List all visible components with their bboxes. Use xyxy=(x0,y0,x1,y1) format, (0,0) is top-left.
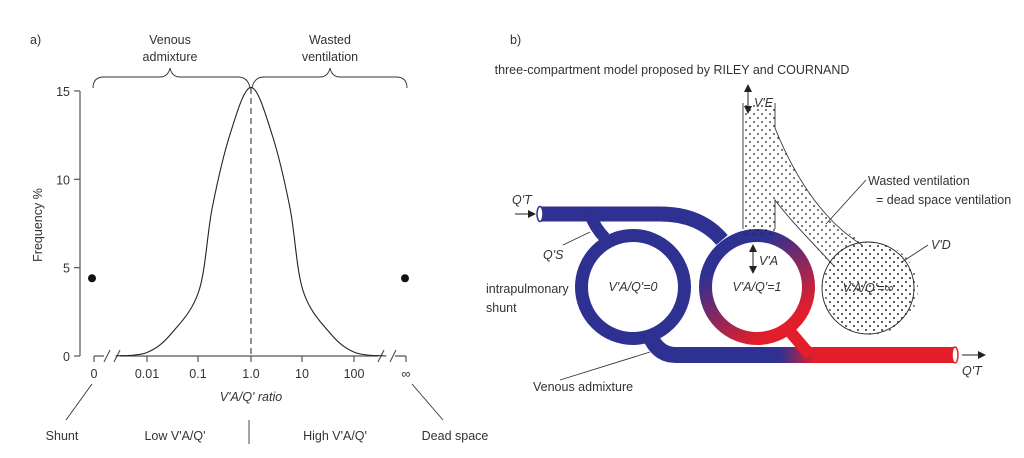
arterial-branch xyxy=(782,324,815,359)
label-qt-in: Q'T xyxy=(512,193,533,207)
panel-b-label: b) xyxy=(510,33,521,47)
vd-leader xyxy=(901,244,929,263)
y-tick-label: 5 xyxy=(63,262,70,276)
y-tick-label: 15 xyxy=(56,85,70,99)
vessel-cut-in xyxy=(536,205,544,223)
shunt-branch xyxy=(584,211,610,243)
label-wasted-line2: = dead space ventilation xyxy=(876,193,1011,207)
wasted-leader xyxy=(825,179,867,225)
brace-right-line1: Wasted xyxy=(309,33,351,47)
x-tick-label: 1.0 xyxy=(242,367,259,381)
point-shunt xyxy=(88,274,96,283)
point-dead-space xyxy=(401,274,409,283)
label-shunt-line2: shunt xyxy=(486,301,517,315)
label-c0: V'A/Q'=0 xyxy=(609,280,658,294)
dead-space-alveolus xyxy=(821,241,915,335)
airway-walls xyxy=(742,103,863,267)
brace-right-line2: ventilation xyxy=(302,50,358,64)
brace-left-line1: Venous xyxy=(149,33,191,47)
x-tick-label: 100 xyxy=(344,367,365,381)
label-ve: V'E xyxy=(754,96,774,110)
panel-a: a) Venous admixture Wasted ventilation 0… xyxy=(30,33,488,444)
venous-leader xyxy=(559,351,651,381)
x-tick-label: 10 xyxy=(295,367,309,381)
normal-alveolus-ring xyxy=(699,229,815,345)
brace-left-line2: admixture xyxy=(143,50,198,64)
x-axis-label: V'A/Q' ratio xyxy=(220,390,282,404)
label-qs: Q'S xyxy=(543,248,564,262)
blood-vessels xyxy=(536,205,959,364)
x-tick-label: 0.01 xyxy=(135,367,159,381)
label-c1: V'A/Q'=1 xyxy=(733,280,782,294)
shunt-leader xyxy=(65,383,93,421)
dead-space-leader xyxy=(411,383,444,421)
label-shunt: Shunt xyxy=(46,429,79,443)
panel-b-title: three-compartment model proposed by RILE… xyxy=(495,63,850,77)
x-ticks: 0 0.01 0.1 1.0 10 100 ∞ xyxy=(91,356,411,381)
x-tick-label: ∞ xyxy=(402,367,411,381)
label-venous-admixture: Venous admixture xyxy=(533,380,633,394)
vaq-distribution-curve xyxy=(115,86,387,357)
label-high: High V'A/Q' xyxy=(303,429,367,443)
qs-leader xyxy=(562,231,591,246)
label-cinf: V'A/Q'=∞ xyxy=(843,281,894,295)
label-va: V'A xyxy=(759,254,778,268)
y-axis-label: Frequency % xyxy=(31,188,45,262)
x-tick-label: 0.1 xyxy=(189,367,206,381)
points xyxy=(88,274,409,283)
label-qt-out: Q'T xyxy=(962,364,983,378)
label-low: Low V'A/Q' xyxy=(144,429,205,443)
outflow-vessel xyxy=(644,335,955,363)
vessel-cut-out xyxy=(951,346,959,364)
label-wasted-line1: Wasted ventilation xyxy=(868,174,970,188)
y-ticks: 0 5 10 15 xyxy=(56,85,80,364)
brace-venous-admixture xyxy=(92,67,251,89)
airway-opening xyxy=(743,226,775,235)
panel-b: b) three-compartment model proposed by R… xyxy=(486,33,1011,394)
label-shunt-line1: intrapulmonary xyxy=(486,282,569,296)
y-tick-label: 10 xyxy=(56,173,70,187)
x-tick-label: 0 xyxy=(91,367,98,381)
inflow-vessel xyxy=(540,206,728,246)
y-tick-label: 0 xyxy=(63,350,70,364)
label-dead-space: Dead space xyxy=(422,429,489,443)
panel-a-label: a) xyxy=(30,33,41,47)
brace-wasted-ventilation xyxy=(251,67,408,89)
label-vd: V'D xyxy=(931,238,951,252)
shunt-alveolus-ring xyxy=(575,229,691,345)
